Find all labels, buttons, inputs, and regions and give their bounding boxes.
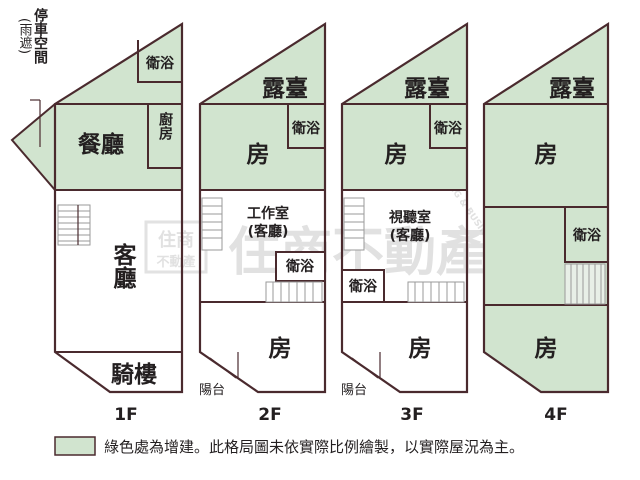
- f4-room-top-label: 房: [535, 141, 558, 168]
- f3-bath-top-wall: [429, 104, 467, 149]
- floor-1f: 停車空間 (雨遮) 衛浴 餐廳 廚房 客廳 騎樓 1F: [10, 7, 184, 425]
- f3-terrace-label: 露臺: [404, 76, 450, 102]
- f3-balcony-label: 陽台: [341, 383, 367, 398]
- f2-room-top-label: 房: [247, 141, 270, 168]
- f2-bath-mid-label: 衛浴: [285, 258, 315, 275]
- f3-floor-label: 3F: [400, 405, 423, 425]
- f3-bath-mid-label: 衛浴: [348, 278, 378, 295]
- f1-kitchen-label: 廚房: [157, 111, 173, 141]
- f2-balcony-label: 陽台: [199, 383, 225, 398]
- f1-green-parking: [12, 104, 55, 190]
- f4-terrace-label: 露臺: [549, 76, 595, 102]
- legend-text: 綠色處為增建。此格局圖未依實際比例繪製，以實際屋況為主。: [104, 438, 524, 456]
- f4-bath-label: 衛浴: [572, 227, 602, 244]
- f2-study-line1: 工作室: [247, 205, 289, 222]
- f3-outline: [340, 21, 469, 394]
- watermark-logo-top: 住商: [158, 229, 194, 251]
- f2-stairs: [201, 197, 323, 303]
- f1-outline: [53, 22, 184, 394]
- legend-swatch: [54, 436, 96, 456]
- f2-bath-mid-box: [275, 251, 326, 282]
- f3-stairs: [343, 197, 465, 303]
- f2-bath-top-wall: [287, 104, 325, 149]
- f3-av-line2: (客廳): [390, 227, 431, 244]
- f2-balcony-diag: [209, 357, 237, 379]
- f4-outline: [482, 21, 610, 394]
- f4-bath-wall: [564, 207, 608, 263]
- f2-outline: [198, 21, 327, 394]
- watermark-logo-bottom: 不動產: [156, 254, 195, 270]
- f1-bath-label: 衛浴: [145, 55, 175, 72]
- f1-living-label: 客廳: [109, 242, 137, 290]
- f4-stairs: [564, 263, 606, 305]
- f1-stairs: [57, 204, 91, 246]
- f3-av-line1: 視聽室: [388, 209, 431, 226]
- f1-green-upper: [55, 24, 182, 190]
- f1-dining-label: 餐廳: [78, 131, 124, 158]
- f4-floor-label: 4F: [544, 405, 567, 425]
- f4-room-bottom-label: 房: [535, 335, 558, 362]
- f2-study-line2: (客廳): [248, 223, 289, 240]
- f2-terrace-label: 露臺: [262, 76, 308, 102]
- f2-floor-label: 2F: [258, 405, 281, 425]
- f3-balcony-diag: [351, 357, 379, 379]
- floor-2f: 露臺 衛浴 房 工作室 (客廳) 衛浴 房 陽台 2F: [198, 21, 327, 425]
- f1-parking-outline: [10, 103, 56, 191]
- floor-3f: 露臺 衛浴 房 視聽室 (客廳) 衛浴 房 陽台 3F: [340, 21, 469, 425]
- f1-parking-note: (雨遮): [17, 18, 33, 54]
- f2-bath-top-label: 衛浴: [291, 120, 321, 137]
- f1-floor-label: 1F: [114, 405, 137, 425]
- f1-kitchen-wall: [147, 104, 182, 169]
- legend: 綠色處為增建。此格局圖未依實際比例繪製，以實際屋況為主。: [54, 436, 524, 456]
- floor-4f: 露臺 房 衛浴 房 4F: [482, 21, 610, 425]
- f3-room-top-label: 房: [385, 141, 408, 168]
- f2-room-bottom-label: 房: [269, 335, 292, 362]
- f1-bath-wall: [137, 40, 182, 83]
- f1-parking-label-1: 停車空間: [32, 7, 48, 65]
- f3-room-bottom-label: 房: [409, 335, 432, 362]
- f3-bath-mid-box: [341, 269, 385, 303]
- f3-bath-top-label: 衛浴: [433, 120, 463, 137]
- f1-arcade-label: 騎樓: [111, 362, 157, 388]
